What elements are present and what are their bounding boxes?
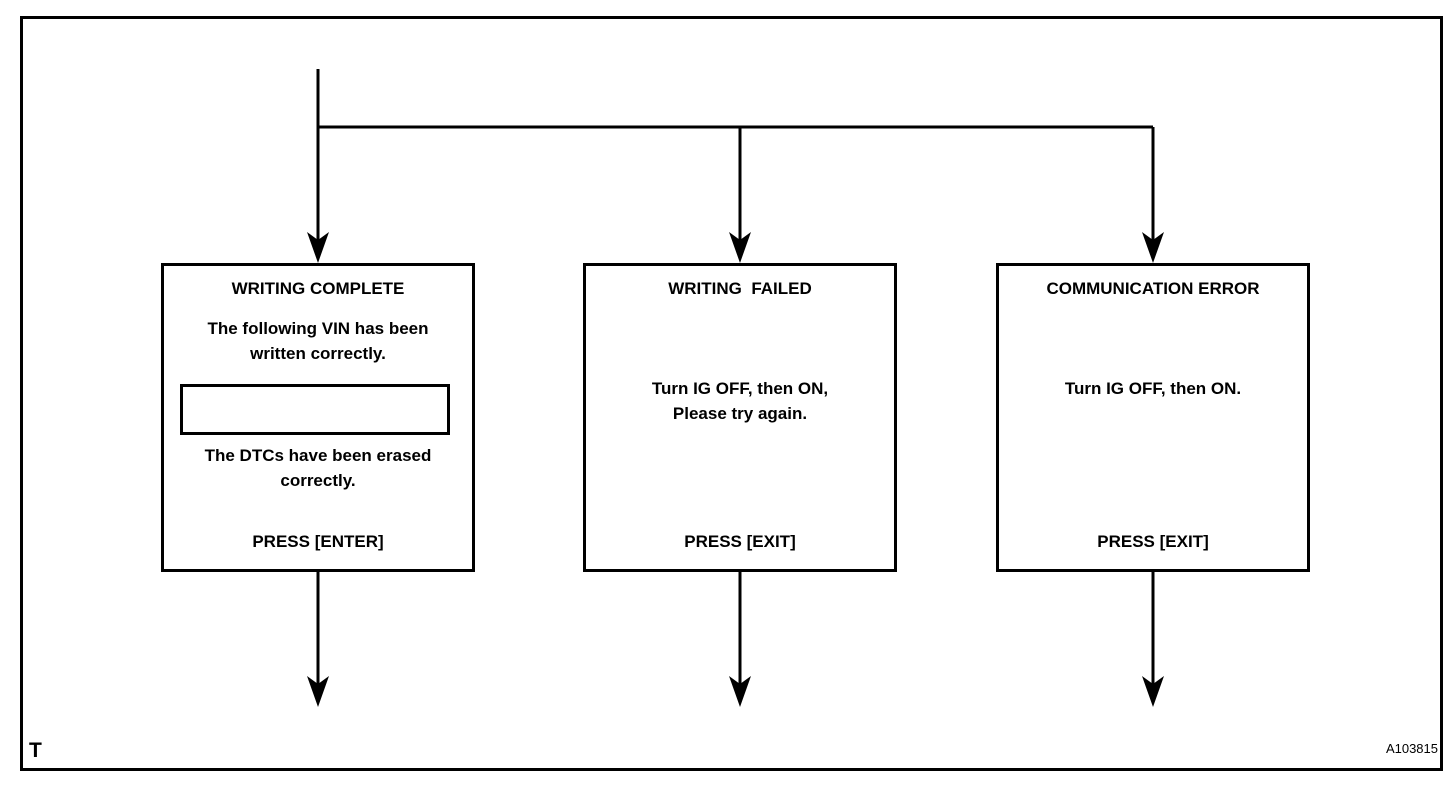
page-marker: T [29, 739, 42, 762]
writing-failed-box: WRITING FAILED Turn IG OFF, then ON, Ple… [583, 263, 897, 572]
box-title: WRITING FAILED [668, 279, 812, 298]
box-message: Turn IG OFF, then ON, Please try again. [651, 379, 829, 423]
box-title: COMMUNICATION ERROR [1046, 279, 1260, 298]
vin-display-field [180, 384, 450, 435]
box-action-prompt: PRESS [ENTER] [252, 532, 384, 551]
box-action-prompt: PRESS [EXIT] [684, 532, 796, 551]
writing-complete-box: WRITING COMPLETE The following VIN has b… [161, 263, 475, 572]
box-action-prompt: PRESS [EXIT] [1097, 532, 1209, 551]
figure-id: A103815 [1385, 741, 1438, 756]
box-message: Turn IG OFF, then ON. [1064, 379, 1242, 398]
communication-error-box: COMMUNICATION ERROR Turn IG OFF, then ON… [996, 263, 1310, 572]
diagram-frame [20, 16, 1443, 771]
box-title: WRITING COMPLETE [231, 279, 405, 298]
box-message: The following VIN has been written corre… [207, 319, 429, 363]
box-message: The DTCs have been erased correctly. [204, 446, 432, 490]
